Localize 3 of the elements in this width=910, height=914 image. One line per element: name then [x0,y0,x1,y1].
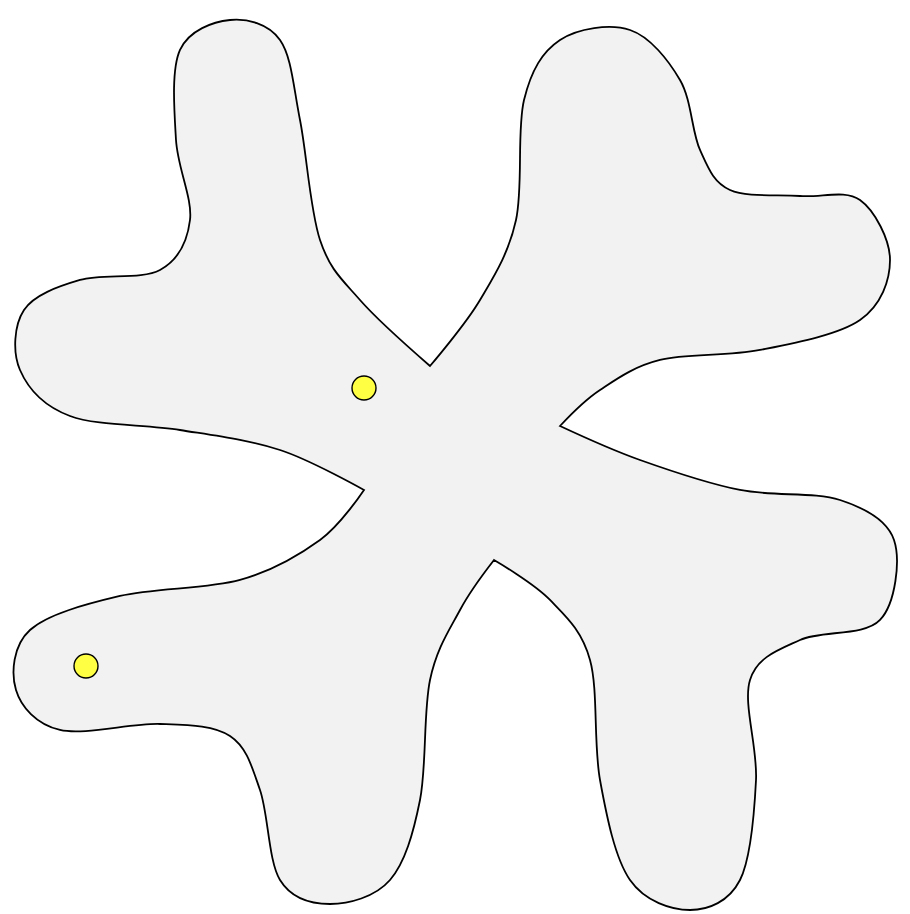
dot [351,375,377,401]
dot [73,653,99,679]
blob-shape [12,18,898,911]
